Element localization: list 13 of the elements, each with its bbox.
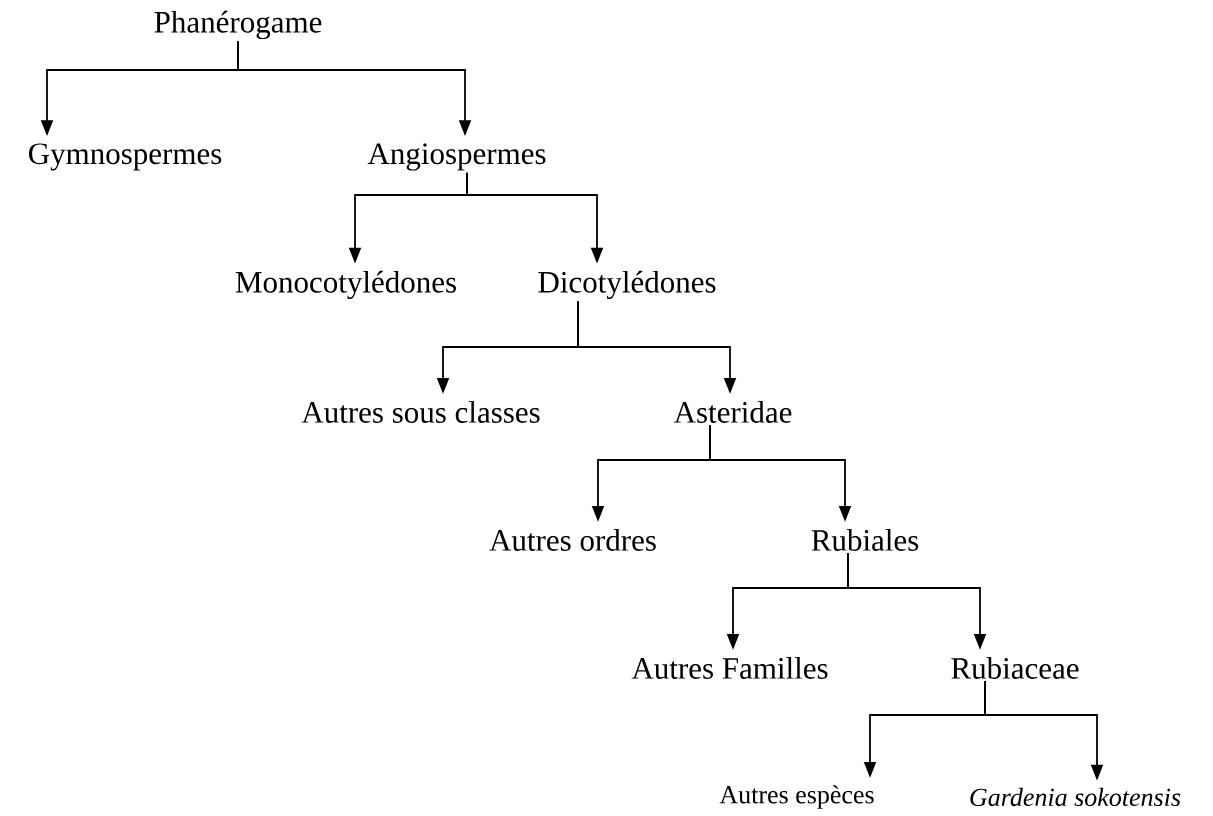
- taxon-label: Asteridae: [673, 401, 792, 423]
- taxon-label: Rubiales: [811, 529, 919, 551]
- taxon-label: Rubiaceae: [951, 657, 1079, 679]
- taxon-label: Phanérogame: [154, 10, 322, 40]
- taxon-label: Autres sous classes: [301, 401, 540, 423]
- taxon-label: Dicotylédones: [538, 270, 716, 300]
- taxon-label: Gardenia sokotensis: [970, 787, 1181, 807]
- taxon-label: Autres Familles: [631, 657, 828, 679]
- taxon-label: Gymnospermes: [29, 143, 222, 171]
- taxon-label: Angiospermes: [367, 143, 546, 171]
- taxon-label: Autres ordres: [489, 529, 656, 551]
- taxon-label: Autres espèces: [719, 785, 874, 809]
- taxon-label: Monocotylédones: [235, 270, 456, 300]
